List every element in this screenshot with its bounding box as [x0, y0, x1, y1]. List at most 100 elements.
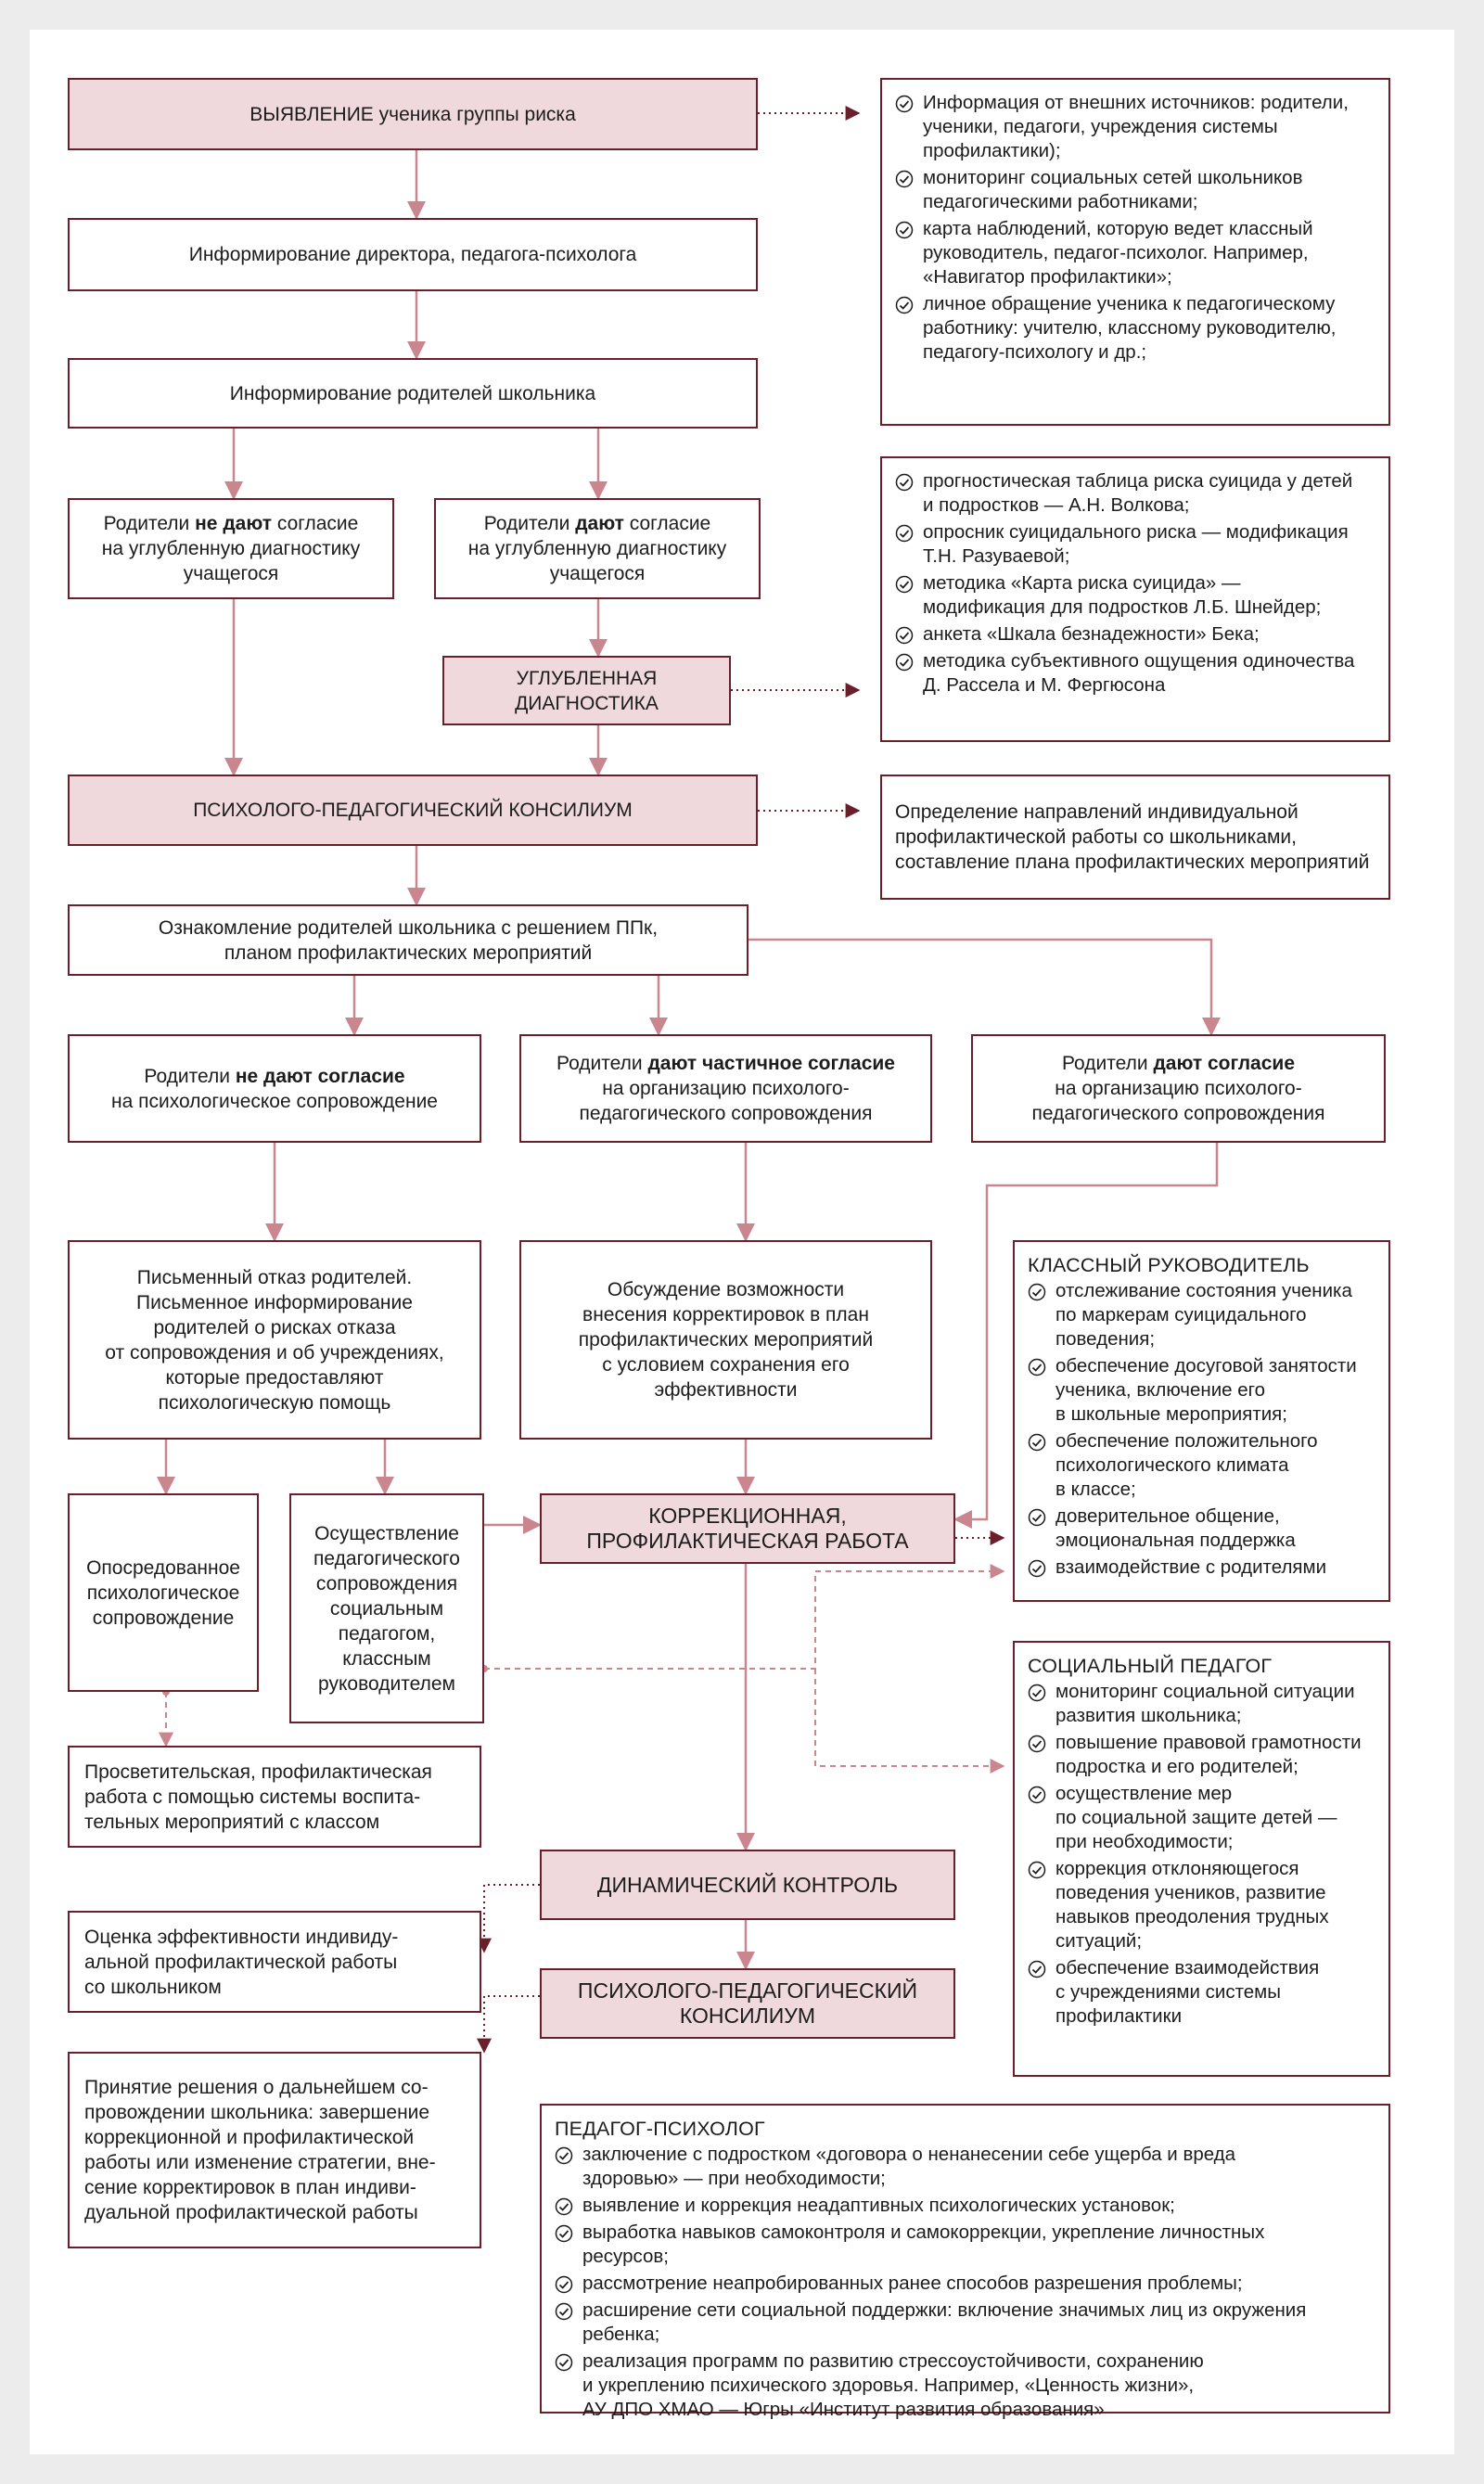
partial-consent-box: Родители дают частичное согласие на орга…	[519, 1034, 932, 1143]
check-circle-icon	[1028, 1358, 1046, 1376]
correction-box: КОРРЕКЦИОННАЯ, ПРОФИЛАКТИЧЕСКАЯ РАБОТА	[540, 1493, 955, 1564]
list-item: мониторинг социальной ситуации развития …	[1028, 1680, 1375, 1728]
list-item: выработка навыков самоконтроля и самокор…	[555, 2221, 1375, 2269]
evaluation-label: Оценка эффективности индивиду- альной пр…	[84, 1926, 399, 1998]
methods-list-box: прогностическая таблица риска суицида у …	[880, 456, 1390, 742]
consent-diagnostics-box: Родители дают согласие на углубленную ди…	[434, 498, 761, 599]
indirect-support-box: Опосредованное психологическое сопровожд…	[68, 1493, 259, 1692]
list-item: мониторинг социальных сетей школьников п…	[895, 166, 1375, 214]
check-circle-icon	[1028, 1508, 1046, 1527]
list-item: обеспечение взаимодействия с учреждениям…	[1028, 1956, 1375, 2029]
familiarize-box: Ознакомление родителей школьника с решен…	[68, 904, 748, 976]
list-item: коррекция отклоняющегося поведения учени…	[1028, 1857, 1375, 1953]
inform-director-box: Информирование директора, педагога-психо…	[68, 218, 758, 291]
discussion-box: Обсуждение возможности внесения корректи…	[519, 1240, 932, 1440]
list-item: Информация от внешних источников: родите…	[895, 91, 1375, 163]
decision-box: Принятие решения о дальнейшем со- провож…	[68, 2052, 481, 2248]
ppk-box-2: ПСИХОЛОГО-ПЕДАГОГИЧЕСКИЙ КОНСИЛИУМ	[540, 1968, 955, 2039]
list-item: методика «Карта риска суицида» — модифик…	[895, 571, 1375, 620]
check-circle-icon	[1028, 1960, 1046, 1978]
no-consent-support-box: Родители не дают согласие на психологиче…	[68, 1034, 481, 1143]
list-item: опросник суицидального риска — модификац…	[895, 520, 1375, 569]
psychologist-title: ПЕДАГОГ-ПСИХОЛОГ	[555, 2118, 765, 2140]
discussion-label: Обсуждение возможности внесения корректи…	[578, 1279, 874, 1401]
ppk-result-box: Определение направлений индивидуальной п…	[880, 775, 1390, 900]
list-item: заключение с подростком «договора о нена…	[555, 2143, 1375, 2191]
inform-parents-box: Информирование родителей школьника	[68, 358, 758, 429]
check-circle-icon	[895, 473, 914, 492]
check-circle-icon	[1028, 1786, 1046, 1804]
psychologist-box: ПЕДАГОГ-ПСИХОЛОГ заключение с подростком…	[540, 2104, 1390, 2420]
ppk-box-1: ПСИХОЛОГО-ПЕДАГОГИЧЕСКИЙ КОНСИЛИУМ	[68, 775, 758, 846]
check-circle-icon	[895, 221, 914, 239]
check-circle-icon	[555, 2275, 573, 2294]
no-consent-diagnostics-label: Родители не дают согласие на углубленную…	[101, 513, 361, 584]
flowchart-canvas: ВЫЯВЛЕНИЕ ученика группы риска Информиро…	[30, 30, 1454, 2454]
check-circle-icon	[555, 2146, 573, 2165]
deep-diagnostics-box: УГЛУБЛЕННАЯ ДИАГНОСТИКА	[442, 656, 731, 725]
list-item: повышение правовой грамотности подростка…	[1028, 1731, 1375, 1779]
full-consent-label: Родители дают согласие на организацию пс…	[1031, 1053, 1325, 1124]
list-item: осуществление мер по социальной защите д…	[1028, 1782, 1375, 1854]
detect-label: ВЫЯВЛЕНИЕ ученика группы риска	[249, 103, 576, 125]
check-circle-icon	[895, 170, 914, 188]
check-circle-icon	[1028, 1283, 1046, 1301]
arrow-fam-to-full	[748, 938, 1221, 1036]
evaluation-box: Оценка эффективности индивиду- альной пр…	[68, 1911, 481, 2013]
dashed-to-social	[814, 1669, 1005, 1773]
check-circle-icon	[555, 2353, 573, 2372]
list-item: расширение сети социальной поддержки: вк…	[555, 2298, 1375, 2347]
inform-parents-label: Информирование родителей школьника	[229, 382, 596, 404]
social-pedagogue-list: мониторинг социальной ситуации развития …	[1028, 1680, 1375, 2029]
class-teacher-title: КЛАССНЫЙ РУКОВОДИТЕЛЬ	[1028, 1254, 1310, 1276]
written-refusal-box: Письменный отказ родителей. Письменное и…	[68, 1240, 481, 1440]
check-circle-icon	[1028, 1735, 1046, 1753]
full-consent-box: Родители дают согласие на организацию пс…	[971, 1034, 1386, 1143]
indirect-support-label: Опосредованное психологическое сопровожд…	[86, 1556, 240, 1629]
pedagogical-support-label: Осуществление педагогического сопровожде…	[313, 1522, 460, 1695]
dashed-pedsupport-to-classteacher	[484, 1564, 1005, 1670]
consent-diagnostics-label: Родители дают согласие на углубленную ди…	[467, 513, 727, 584]
no-consent-support-label: Родители не дают согласие на психологиче…	[111, 1065, 438, 1112]
ppk-result-label: Определение направлений индивидуальной п…	[895, 801, 1370, 873]
no-consent-diagnostics-box: Родители не дают согласие на углубленную…	[68, 498, 394, 599]
correction-label: КОРРЕКЦИОННАЯ, ПРОФИЛАКТИЧЕСКАЯ РАБОТА	[586, 1504, 909, 1553]
familiarize-label: Ознакомление родителей школьника с решен…	[158, 916, 659, 964]
partial-consent-label: Родители дают частичное согласие на орга…	[556, 1053, 895, 1124]
pedagogical-support-box: Осуществление педагогического сопровожде…	[289, 1493, 484, 1723]
inform-director-label: Информирование директора, педагога-психо…	[188, 244, 637, 265]
check-circle-icon	[895, 626, 914, 645]
check-circle-icon	[555, 2302, 573, 2321]
deep-diagnostics-label: УГЛУБЛЕННАЯ ДИАГНОСТИКА	[515, 667, 659, 714]
list-item: обеспечение досуговой занятости ученика,…	[1028, 1354, 1375, 1427]
sources-list: Информация от внешних источников: родите…	[895, 91, 1375, 365]
dynamic-control-label: ДИНАМИЧЕСКИЙ КОНТРОЛЬ	[596, 1872, 899, 1897]
educational-label: Просветительская, профилактическая работ…	[84, 1761, 432, 1833]
list-item: взаимодействие с родителями	[1028, 1556, 1375, 1580]
list-item: отслеживание состояния ученика по маркер…	[1028, 1279, 1375, 1351]
class-teacher-box: КЛАССНЫЙ РУКОВОДИТЕЛЬ отслеживание состо…	[1013, 1240, 1390, 1602]
check-circle-icon	[555, 2197, 573, 2216]
ppk-label-1: ПСИХОЛОГО-ПЕДАГОГИЧЕСКИЙ КОНСИЛИУМ	[193, 800, 633, 821]
list-item: обеспечение положительного психологическ…	[1028, 1429, 1375, 1502]
educational-box: Просветительская, профилактическая работ…	[68, 1746, 481, 1848]
social-pedagogue-title: СОЦИАЛЬНЫЙ ПЕДАГОГ	[1028, 1655, 1273, 1677]
dotted-ppk2-to-decision	[477, 1995, 540, 2054]
check-circle-icon	[895, 524, 914, 543]
check-circle-icon	[895, 296, 914, 314]
list-item: рассмотрение неапробированных ранее спос…	[555, 2272, 1375, 2296]
methods-list: прогностическая таблица риска суицида у …	[895, 469, 1375, 698]
check-circle-icon	[555, 2224, 573, 2243]
psychologist-list: заключение с подростком «договора о нена…	[555, 2143, 1375, 2422]
sources-list-box: Информация от внешних источников: родите…	[880, 78, 1390, 426]
ppk-label-2: ПСИХОЛОГО-ПЕДАГОГИЧЕСКИЙ КОНСИЛИУМ	[577, 1978, 918, 2028]
check-circle-icon	[1028, 1433, 1046, 1452]
decision-label: Принятие решения о дальнейшем со- провож…	[84, 2077, 436, 2223]
detect-box: ВЫЯВЛЕНИЕ ученика группы риска	[68, 78, 758, 150]
check-circle-icon	[1028, 1684, 1046, 1702]
list-item: реализация программ по развитию стрессоу…	[555, 2350, 1375, 2422]
list-item: прогностическая таблица риска суицида у …	[895, 469, 1375, 518]
list-item: методика субъективного ощущения одиночес…	[895, 649, 1375, 698]
list-item: личное обращение ученика к педагогическо…	[895, 292, 1375, 365]
dynamic-control-box: ДИНАМИЧЕСКИЙ КОНТРОЛЬ	[540, 1850, 955, 1920]
